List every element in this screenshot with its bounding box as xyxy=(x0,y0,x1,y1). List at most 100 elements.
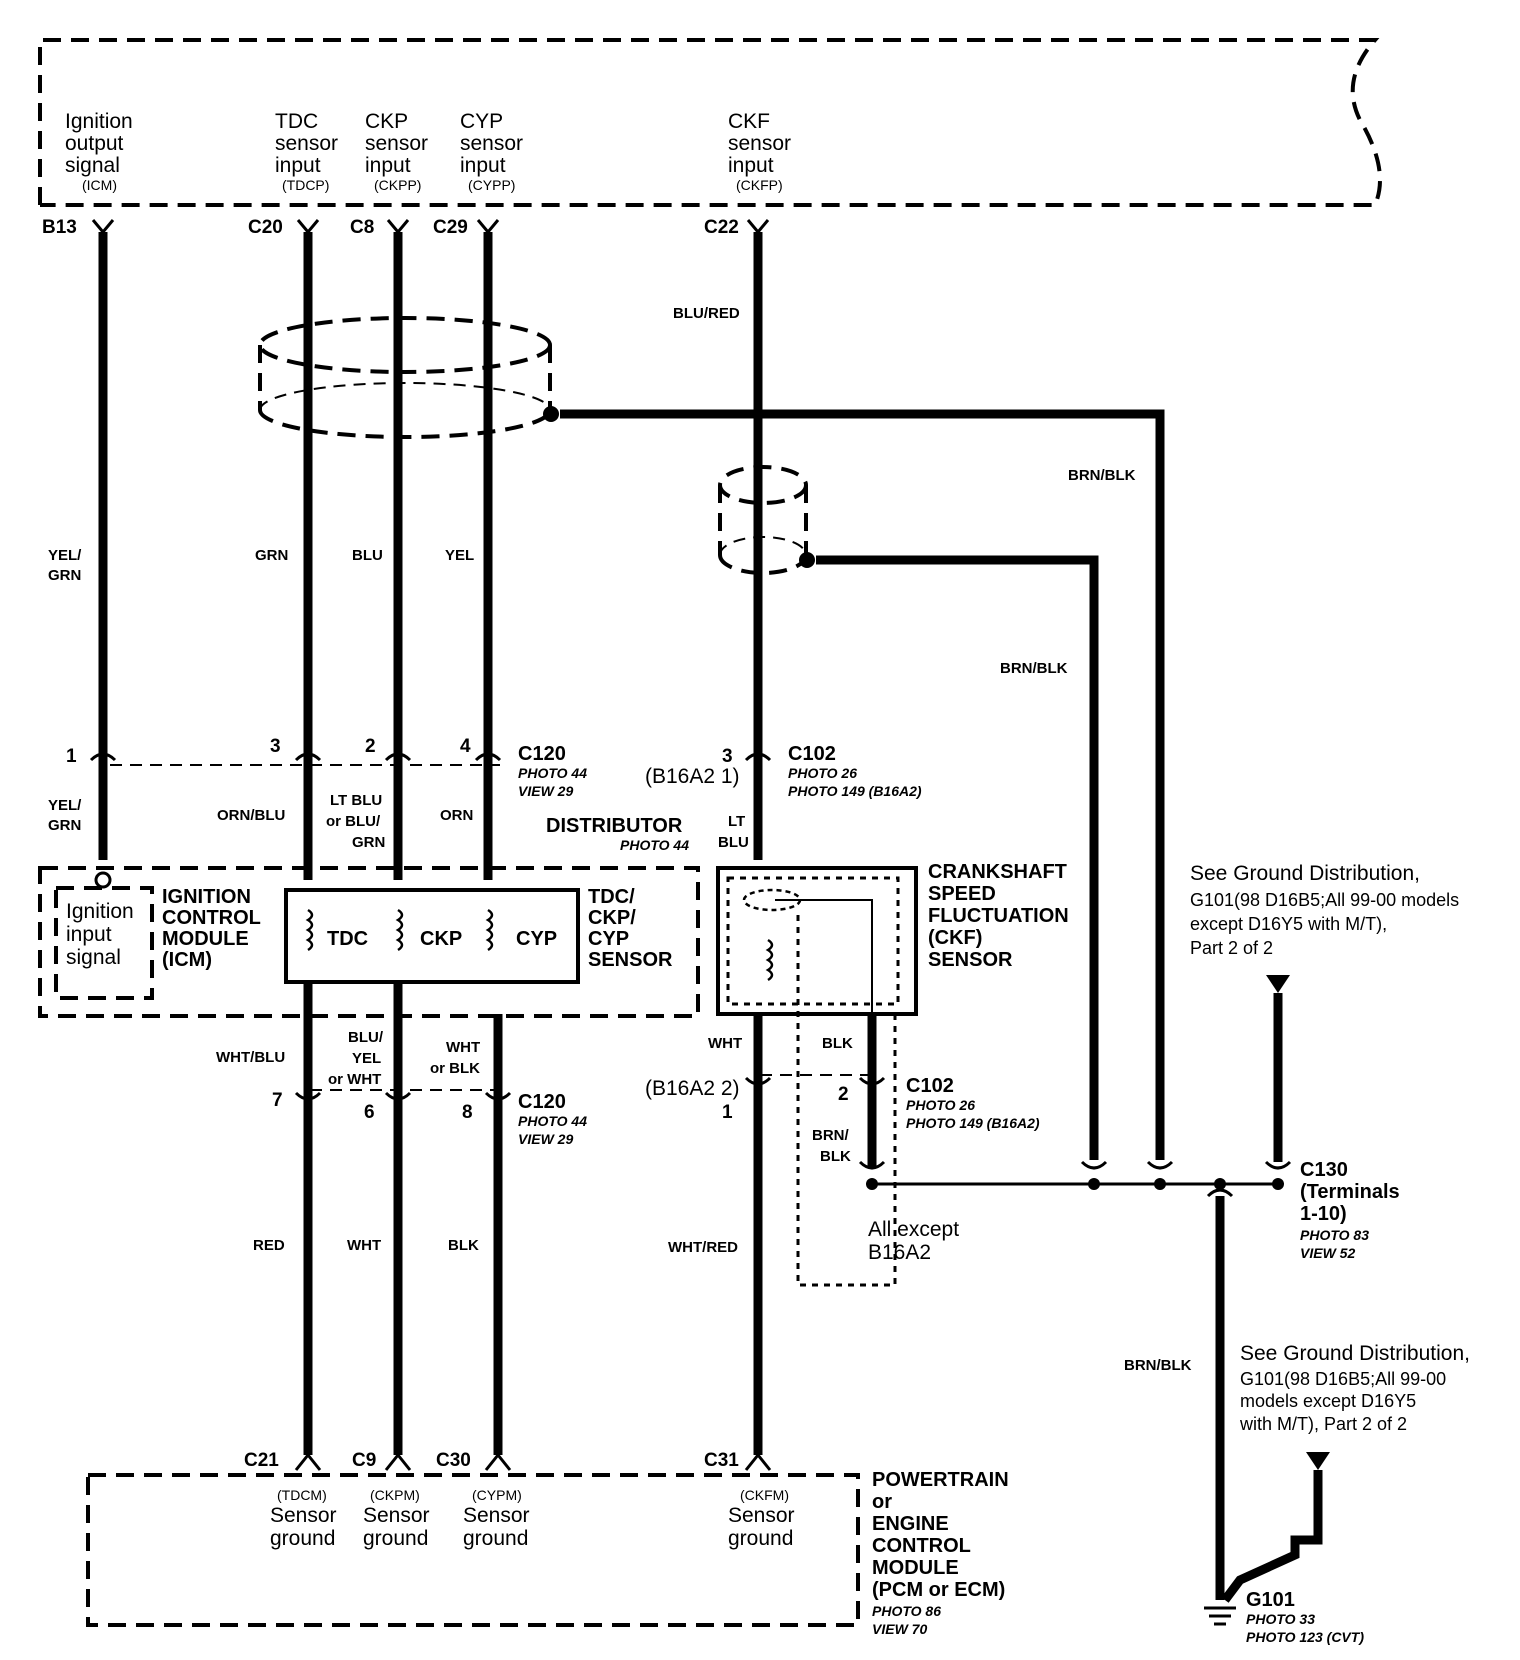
cyp-input-label: CYP sensor input (CYPP) xyxy=(460,110,523,193)
c120-top-photo: PHOTO 44 xyxy=(518,765,587,781)
wire-label-yel: YEL xyxy=(445,547,474,564)
c120-top-name: C120 xyxy=(518,743,566,765)
c102-top-alt: (B16A2 1) xyxy=(645,765,740,788)
wire-label-lt-blu-2: or BLU/ xyxy=(326,813,381,830)
c102-bottom-alt: (B16A2 2) xyxy=(645,1077,740,1100)
c102-bottom-name: C102 xyxy=(906,1075,954,1097)
ckf-sensor-name: CRANKSHAFT SPEED FLUCTUATION (CKF) SENSO… xyxy=(928,861,1069,971)
pin-c30: C30 xyxy=(436,1450,471,1471)
sensor-cyp-label: CYP xyxy=(516,928,557,950)
svg-text:IGNITION: IGNITION xyxy=(162,886,251,908)
wire-label-yel-grn-top-2: GRN xyxy=(48,567,81,584)
svg-text:Sensor: Sensor xyxy=(270,1504,337,1527)
svg-text:(CKPM): (CKPM) xyxy=(370,1487,420,1503)
wire-ground-ref-2 xyxy=(1221,1470,1323,1603)
ground-note-2: See Ground Distribution, G101(98 D16B5;A… xyxy=(1239,1342,1470,1434)
sensor-name: TDC/ CKP/ CYP SENSOR xyxy=(588,886,673,971)
svg-text:models except D16Y5: models except D16Y5 xyxy=(1240,1391,1416,1411)
ecm-bottom-box xyxy=(86,1473,860,1627)
c130-terminals xyxy=(858,1160,1292,1198)
c130-name: C130 (Terminals 1-10) xyxy=(1300,1159,1400,1225)
c102-bottom-photo: PHOTO 26 xyxy=(906,1097,975,1113)
svg-text:(CYPM): (CYPM) xyxy=(472,1487,522,1503)
sensor-ckp-label: CKP xyxy=(420,928,462,950)
svg-text:See Ground Distribution,: See Ground Distribution, xyxy=(1240,1342,1470,1365)
wire-shield-ground-1 xyxy=(560,409,1165,1160)
c120-top-view: VIEW 29 xyxy=(518,783,573,799)
pin-c29: C29 xyxy=(433,217,468,238)
svg-text:Ignition: Ignition xyxy=(66,900,134,923)
svg-text:CKF: CKF xyxy=(728,110,770,133)
ckf-inner-wire xyxy=(775,899,873,1014)
wire-label-wht-bottom: WHT xyxy=(347,1237,381,1254)
c120-pin-1: 1 xyxy=(66,746,77,767)
wire-label-red: RED xyxy=(253,1237,285,1254)
wire-label-yel-grn-top-1: YEL/ xyxy=(48,547,82,564)
svg-text:Sensor: Sensor xyxy=(363,1504,430,1527)
svg-text:CYP: CYP xyxy=(460,110,503,133)
svg-text:Part 2 of 2: Part 2 of 2 xyxy=(1190,938,1273,958)
svg-text:SPEED: SPEED xyxy=(928,883,996,905)
c130-view: VIEW 52 xyxy=(1300,1245,1355,1261)
svg-text:ground: ground xyxy=(270,1527,335,1550)
c120-top-terminals xyxy=(89,752,772,762)
svg-text:TDC: TDC xyxy=(275,110,318,133)
svg-text:B16A2: B16A2 xyxy=(868,1241,931,1264)
pin-c20: C20 xyxy=(248,217,283,238)
svg-text:CRANKSHAFT: CRANKSHAFT xyxy=(928,861,1067,883)
svg-text:sensor: sensor xyxy=(460,132,523,155)
wire-label-orn: ORN xyxy=(440,807,473,824)
svg-text:MODULE: MODULE xyxy=(162,928,249,950)
wire-label-brn-blk-3-2: BLK xyxy=(820,1148,851,1165)
ground-ref-arrow-2 xyxy=(1306,1452,1330,1470)
svg-text:or: or xyxy=(872,1491,892,1513)
svg-text:ground: ground xyxy=(728,1527,793,1550)
svg-text:CYP: CYP xyxy=(588,928,629,950)
svg-text:sensor: sensor xyxy=(728,132,791,155)
shield-ckf xyxy=(718,465,815,575)
svg-text:(TDCM): (TDCM) xyxy=(277,1487,327,1503)
wire-label-wht-blk-2: or BLK xyxy=(430,1060,480,1077)
wire-label-blu-yel-1: BLU/ xyxy=(348,1029,384,1046)
wire-label-blu-yel-2: YEL xyxy=(352,1050,381,1067)
wire-label-grn: GRN xyxy=(255,547,288,564)
svg-text:(PCM or ECM): (PCM or ECM) xyxy=(872,1579,1005,1601)
svg-text:Ignition: Ignition xyxy=(65,110,133,133)
svg-text:(ICM): (ICM) xyxy=(82,177,117,193)
wire-label-brn-blk-3-1: BRN/ xyxy=(812,1127,849,1144)
svg-text:CKP/: CKP/ xyxy=(588,907,636,929)
svg-text:CONTROL: CONTROL xyxy=(162,907,261,929)
c102-bottom-pin-2: 2 xyxy=(838,1084,849,1105)
svg-text:G101(98 D16B5;All 99-00: G101(98 D16B5;All 99-00 xyxy=(1240,1369,1446,1389)
c120-pin-7: 7 xyxy=(272,1090,283,1111)
svg-text:(Terminals: (Terminals xyxy=(1300,1181,1400,1203)
wire-label-blk-bottom: BLK xyxy=(448,1237,479,1254)
svg-text:FLUCTUATION: FLUCTUATION xyxy=(928,905,1069,927)
svg-text:with M/T), Part 2 of 2: with M/T), Part 2 of 2 xyxy=(1239,1414,1407,1434)
c120-bottom-terminals xyxy=(294,1076,886,1101)
svg-text:except D16Y5 with M/T),: except D16Y5 with M/T), xyxy=(1190,914,1387,934)
ignition-output-label: Ignition output signal (ICM) xyxy=(65,110,133,193)
g101-ground-symbol xyxy=(1204,1606,1236,1626)
svg-text:(TDCP): (TDCP) xyxy=(282,177,329,193)
bottom-terminals xyxy=(294,1452,772,1471)
svg-text:ground: ground xyxy=(463,1527,528,1550)
svg-text:See Ground Distribution,: See Ground Distribution, xyxy=(1190,862,1420,885)
pin-c8: C8 xyxy=(350,217,374,238)
top-terminals xyxy=(91,219,770,235)
wire-label-lt-blu-ckf-1: LT xyxy=(728,813,745,830)
wire-label-yel-grn-mid-2: GRN xyxy=(48,817,81,834)
all-except-dotted xyxy=(796,915,897,1287)
sensor-ground-tdcm: (TDCM) Sensor ground xyxy=(270,1487,337,1550)
c120-pin-3: 3 xyxy=(270,736,281,757)
svg-text:Sensor: Sensor xyxy=(463,1504,530,1527)
c102-pin-3: 3 xyxy=(722,746,733,767)
svg-text:Sensor: Sensor xyxy=(728,1504,795,1527)
icm-name: IGNITION CONTROL MODULE (ICM) xyxy=(162,886,261,971)
ecm-top-box xyxy=(38,38,1382,207)
svg-text:input: input xyxy=(460,154,506,177)
svg-text:C130: C130 xyxy=(1300,1159,1348,1181)
svg-text:signal: signal xyxy=(65,154,120,177)
c102-bottom-photo2: PHOTO 149 (B16A2) xyxy=(906,1115,1040,1131)
svg-text:(ICM): (ICM) xyxy=(162,949,212,971)
